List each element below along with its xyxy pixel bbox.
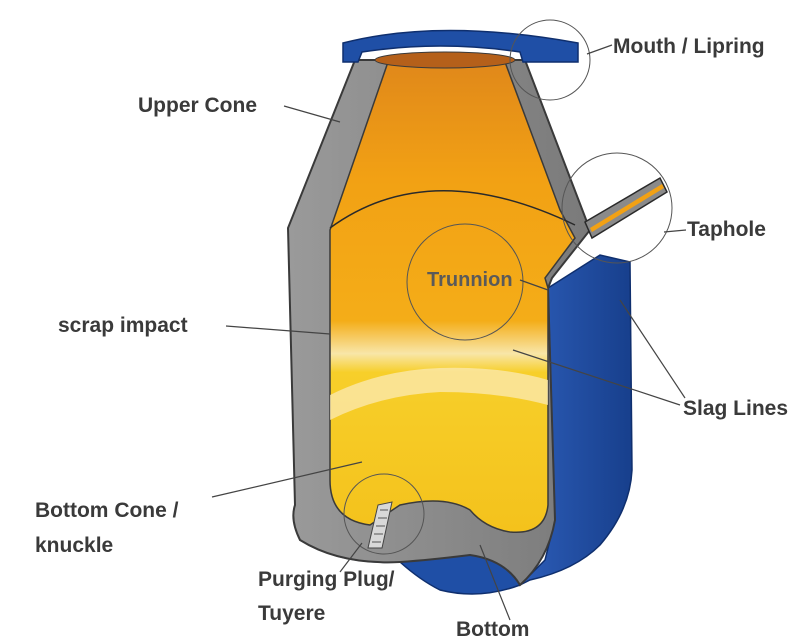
- label-bottom-cone-line1: Bottom Cone /: [35, 498, 178, 524]
- label-bottom-cone-line2: knuckle: [35, 533, 113, 559]
- label-taphole: Taphole: [687, 217, 766, 243]
- upper-cone-leader: [284, 106, 340, 122]
- label-slag-lines: Slag Lines: [683, 396, 788, 422]
- label-bottom: Bottom: [456, 617, 529, 643]
- label-purging-plug-line1: Purging Plug/: [258, 567, 395, 593]
- label-trunnion: Trunnion: [427, 267, 513, 293]
- label-scrap-impact: scrap impact: [58, 313, 188, 339]
- mouth-leader: [587, 45, 612, 54]
- label-upper-cone: Upper Cone: [138, 93, 257, 119]
- taphole-pipe: [585, 178, 667, 238]
- mouth-opening: [375, 52, 515, 68]
- label-purging-plug-line2: Tuyere: [258, 601, 325, 627]
- label-mouth-lipring: Mouth / Lipring: [613, 34, 765, 60]
